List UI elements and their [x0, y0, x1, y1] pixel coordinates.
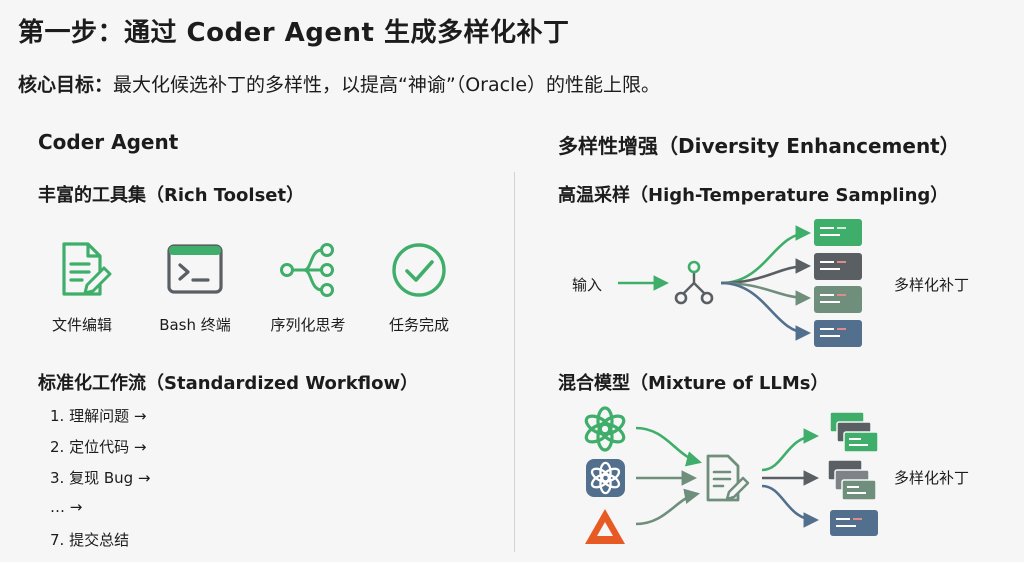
- model-arrow: [635, 426, 703, 467]
- check-circle-icon: [392, 243, 446, 297]
- workflow-step: 3. 复现 Bug →: [50, 469, 151, 487]
- branch-node-icon: [674, 260, 714, 305]
- terminal-icon: [167, 244, 223, 294]
- tool-label: Bash 终端: [159, 316, 231, 334]
- tool-bash: Bash 终端: [140, 240, 250, 335]
- core-goal-text: 最大化候选补丁的多样性，以提高“神谕”（Oracle）的性能上限。: [113, 74, 661, 96]
- chatgpt-icon: [584, 406, 626, 452]
- sampling-output-label: 多样化补丁: [894, 276, 970, 294]
- tool-sequential-thinking: 序列化思考: [253, 240, 363, 335]
- tool-file-edit: 文件编辑: [27, 240, 137, 335]
- mixture-diagram: [584, 406, 879, 544]
- sampling-input-label: 输入: [572, 276, 603, 294]
- patch-card: [814, 320, 862, 347]
- branching-thought-icon: [280, 243, 334, 297]
- document-edit-icon: [706, 454, 750, 502]
- workflow-step: … →: [50, 498, 83, 516]
- workflow-step: 7. 提交总结: [50, 531, 130, 549]
- patch-card: [814, 286, 862, 313]
- output-arrow: [761, 428, 820, 472]
- mixture-heading: 混合模型（Mixture of LLMs）: [558, 373, 829, 394]
- patch-stack: [829, 411, 879, 453]
- output-arrow: [761, 484, 820, 528]
- sample-arrow: [720, 225, 812, 285]
- claude-triangle-icon: [585, 509, 625, 544]
- sampling-diagram: [618, 219, 862, 347]
- tool-task-complete: 任务完成: [364, 240, 474, 335]
- patch-card: [814, 219, 862, 246]
- core-goal: 核心目标：最大化候选补丁的多样性，以提高“神谕”（Oracle）的性能上限。: [18, 70, 660, 97]
- coder-agent-heading: Coder Agent: [38, 130, 179, 154]
- patch-card: [830, 510, 878, 536]
- sample-arrow: [720, 281, 812, 341]
- workflow-heading: 标准化工作流（Standardized Workflow）: [38, 373, 419, 394]
- workflow-step: 2. 定位代码 →: [50, 438, 147, 456]
- model-arrow: [635, 488, 701, 526]
- patch-card: [814, 253, 862, 280]
- core-goal-label: 核心目标：: [18, 74, 114, 96]
- tool-label: 文件编辑: [51, 316, 112, 334]
- workflow-step: 1. 理解问题 →: [50, 407, 147, 425]
- tool-label: 任务完成: [388, 316, 449, 334]
- tool-label: 序列化思考: [270, 316, 346, 334]
- diversity-heading: 多样性增强（Diversity Enhancement）: [558, 134, 960, 158]
- column-divider: [514, 172, 515, 552]
- page-title: 第一步：通过 Coder Agent 生成多样化补丁: [18, 18, 570, 48]
- toolset-heading: 丰富的工具集（Rich Toolset）: [38, 185, 305, 206]
- sampling-heading: 高温采样（High-Temperature Sampling）: [558, 185, 949, 206]
- openai-logo-icon: [586, 459, 625, 497]
- file-edit-icon: [62, 242, 112, 296]
- mixture-output-label: 多样化补丁: [894, 469, 970, 487]
- patch-stack: [827, 459, 877, 501]
